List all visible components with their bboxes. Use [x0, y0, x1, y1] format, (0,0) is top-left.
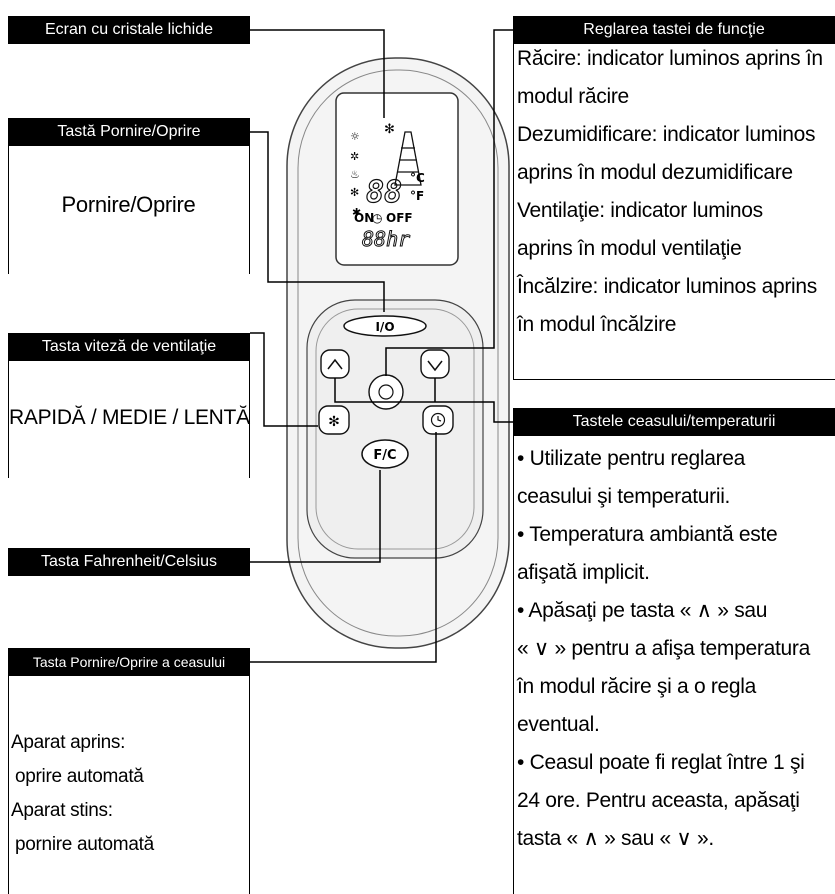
function-line-3: Dezumidificare: indicator luminos	[517, 123, 816, 146]
function-line-1: Răcire: indicator luminos aprins în	[517, 47, 823, 70]
remote-inner-outline	[297, 69, 499, 637]
power-key-box: Pornire/Oprire	[8, 146, 250, 274]
clock-line-3: • Temperatura ambiantă este	[517, 523, 778, 546]
leader-lines	[250, 29, 513, 663]
fan-speed-button[interactable]: ✻	[318, 405, 350, 435]
timer-key-header: Tasta Pornire/Oprire a ceasului	[8, 648, 250, 676]
lcd-fan-level-icon	[394, 131, 422, 186]
lcd-fan-icon: ✻	[384, 122, 395, 137]
clock-line-8: eventual.	[517, 713, 600, 736]
timer-line-1: Aparat aprins:	[11, 732, 126, 753]
fan-key-box: RAPIDĂ / MEDIE / LENTĂ	[8, 361, 250, 478]
lcd-header: Ecran cu cristale lichide	[8, 16, 250, 44]
clock-line-4: afişată implicit.	[517, 561, 650, 584]
clock-line-10: 24 ore. Pentru aceasta, apăsaţi	[517, 789, 800, 812]
timer-key-box: Aparat aprins: oprire automată Aparat st…	[8, 676, 250, 894]
fan-key-header: Tasta viteză de ventilaţie	[8, 333, 250, 361]
leader-clock	[334, 378, 513, 423]
function-circle-icon	[378, 384, 394, 400]
timer-line-3: Aparat stins:	[11, 800, 113, 821]
lcd-fan-mode-icon: ✻	[350, 186, 359, 199]
clock-line-9: • Ceasul poate fi reglat între 1 şi	[517, 751, 805, 774]
clock-line-1: • Utilizate pentru reglarea	[517, 447, 746, 470]
lcd-screen	[335, 92, 459, 266]
lcd-unit-c: °C	[410, 171, 425, 185]
svg-text:I/O: I/O	[375, 320, 394, 334]
power-key-text: Pornire/Oprire	[61, 192, 196, 217]
clock-line-2: ceasului şi temperaturii.	[517, 485, 731, 508]
function-key-box: Răcire: indicator luminos aprins în modu…	[513, 44, 835, 380]
lcd-cool-icon: ☼	[350, 130, 360, 143]
lcd-unit-f: °F	[410, 189, 424, 203]
up-button[interactable]	[320, 349, 350, 379]
clock-key-header: Tastele ceasului/temperaturii	[513, 408, 835, 436]
chevron-up-icon	[327, 358, 343, 370]
clock-button[interactable]	[422, 405, 454, 435]
leader-fan	[250, 332, 318, 427]
lcd-off-label: OFF	[386, 211, 413, 225]
function-line-8: în modul încălzire	[517, 313, 677, 336]
lcd-mode-icon: ✱	[352, 206, 361, 219]
fan-key-text: RAPIDĂ / MEDIE / LENTĂ	[9, 406, 250, 429]
svg-text:F/C: F/C	[373, 448, 396, 463]
lcd-hours-display: 88hr	[362, 227, 410, 251]
function-button[interactable]	[368, 374, 404, 410]
timer-line-4: pornire automată	[15, 834, 154, 855]
button-panel-inner	[315, 308, 475, 550]
clock-icon	[430, 412, 446, 428]
power-button[interactable]: I/O	[343, 315, 427, 337]
lcd-on-label: ON	[354, 211, 374, 225]
leader-timer	[250, 432, 437, 663]
function-line-4: aprins în modul dezumidificare	[517, 161, 793, 184]
function-line-7: Încălzire: indicator luminos aprins	[517, 275, 817, 298]
chevron-down-icon	[427, 360, 443, 372]
clock-line-11: tasta « ∧ » sau « ∨ ».	[517, 827, 714, 850]
function-key-header: Reglarea tastei de funcţie	[513, 16, 835, 44]
timer-line-2: oprire automată	[15, 766, 144, 787]
leader-fc	[250, 470, 381, 563]
clock-key-box: • Utilizate pentru reglarea ceasului şi …	[513, 436, 835, 894]
down-button[interactable]	[420, 349, 450, 379]
lcd-clock-icon: ◷	[372, 211, 383, 225]
lcd-heat-icon: ✲	[350, 150, 359, 163]
fc-button[interactable]: F/C	[361, 439, 409, 469]
lcd-temperature-digits: 88	[366, 175, 402, 210]
power-key-header: Tastă Pornire/Oprire	[8, 118, 250, 146]
function-line-6: aprins în modul ventilaţie	[517, 237, 742, 260]
lcd-dry-icon: ♨	[350, 168, 360, 181]
leader-function	[385, 29, 513, 376]
clock-line-6: « ∨ » pentru a afişa temperatura	[517, 637, 810, 660]
fan-icon: ✻	[328, 414, 340, 430]
leader-lcd	[250, 29, 385, 118]
function-line-2: modul răcire	[517, 85, 629, 108]
clock-line-5: • Apăsaţi pe tasta « ∧ » sau	[517, 599, 768, 622]
function-line-5: Ventilaţie: indicator luminos	[517, 199, 763, 222]
leader-power	[250, 131, 385, 312]
fc-key-header: Tasta Fahrenheit/Celsius	[8, 548, 250, 576]
clock-line-7: în modul răcire şi a o regla	[517, 675, 757, 698]
